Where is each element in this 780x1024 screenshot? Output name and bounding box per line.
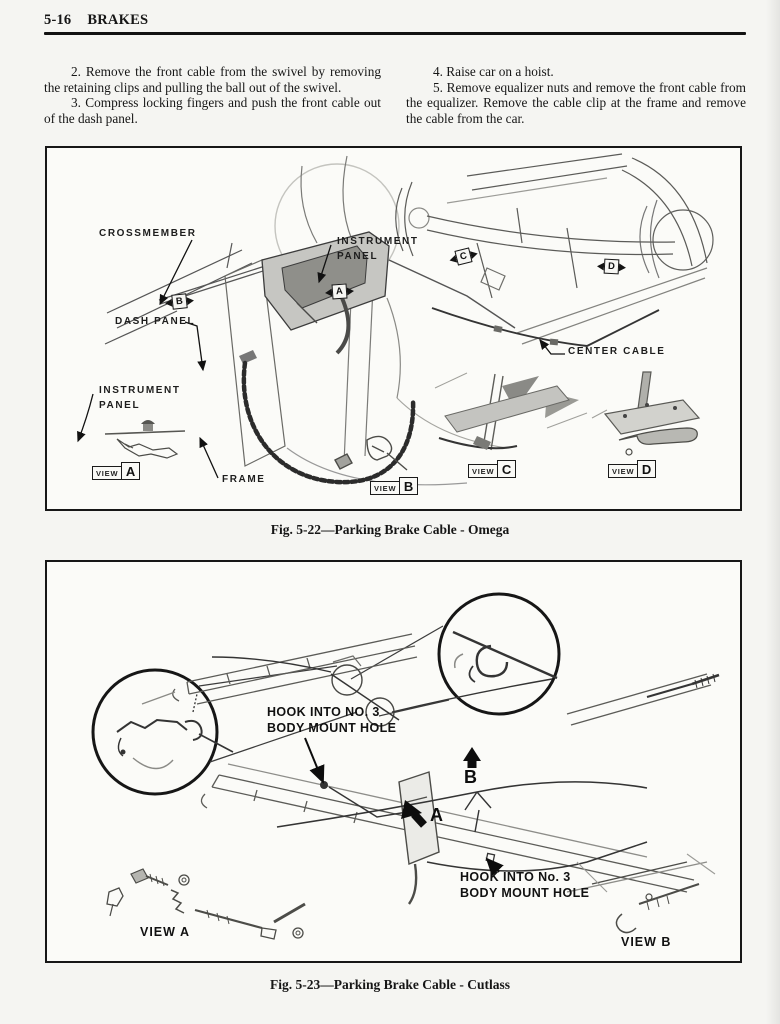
flag-marker-a: A bbox=[324, 283, 355, 300]
figure-5-22-illustration bbox=[77, 153, 714, 486]
instruction-step-3: 3. Compress locking fingers and push the… bbox=[44, 95, 381, 126]
view-word: VIEW bbox=[370, 481, 401, 495]
figure-caption-5-22: Fig. 5-22—Parking Brake Cable - Omega bbox=[270, 522, 510, 537]
page-header: 5-16 BRAKES bbox=[44, 12, 148, 29]
hook-label-arrows bbox=[304, 737, 504, 877]
view-a-hardware bbox=[106, 868, 306, 940]
view-letter-c: C bbox=[496, 460, 517, 478]
arrow-right-icon bbox=[618, 262, 627, 272]
arrow-right-icon bbox=[346, 286, 355, 295]
label-instrument-panel-left-line1: INSTRUMENT bbox=[99, 385, 181, 396]
view-letter-a: A bbox=[120, 462, 141, 480]
view-b-hardware bbox=[576, 853, 716, 934]
instruction-step-5: 5. Remove equalizer nuts and remove the … bbox=[406, 79, 746, 126]
figure-5-22: CROSSMEMBER INSTRUMENT PANEL DASH PANEL … bbox=[45, 146, 742, 511]
right-sill-sketch bbox=[566, 673, 720, 726]
label-dash-panel: DASH PANEL bbox=[115, 316, 196, 327]
header-rule bbox=[44, 32, 746, 35]
flag-marker-b: B bbox=[164, 293, 195, 311]
direction-letter-b: B bbox=[464, 767, 477, 787]
rear-axle-sketch bbox=[395, 153, 714, 345]
label-instrument-panel-top-line1: INSTRUMENT bbox=[337, 236, 419, 247]
pulley-sketch bbox=[211, 655, 553, 727]
leader-lines bbox=[77, 239, 565, 479]
cable-clips bbox=[493, 325, 559, 346]
label-hook-bottom-line2: BODY MOUNT HOLE bbox=[460, 886, 590, 900]
view-letter-d: D bbox=[636, 460, 657, 478]
right-hook-detail bbox=[452, 630, 558, 683]
view-a-sketch bbox=[104, 420, 186, 459]
figure-5-23: HOOK INTO NO. 3 BODY MOUNT HOLE HOOK INT… bbox=[45, 560, 742, 963]
label-center-cable: CENTER CABLE bbox=[568, 346, 666, 357]
section-title: BRAKES bbox=[87, 12, 149, 28]
view-word: VIEW bbox=[92, 466, 123, 480]
view-word: VIEW bbox=[468, 464, 499, 478]
instruction-step-4: 4. Raise car on a hoist. bbox=[433, 64, 554, 79]
flag-letter-a: A bbox=[331, 283, 348, 300]
view-d-sketch bbox=[591, 371, 701, 456]
upper-rail-sketch bbox=[141, 633, 418, 705]
label-hook-top-line1: HOOK INTO NO. 3 bbox=[267, 705, 380, 719]
label-instrument-panel-top-line2: PANEL bbox=[337, 251, 379, 262]
direction-letter-a: A bbox=[430, 805, 443, 825]
view-word: VIEW bbox=[608, 464, 639, 478]
parking-brake-chain bbox=[239, 350, 416, 485]
lower-sill-sketch bbox=[200, 763, 708, 893]
magnifier-circle-left bbox=[91, 668, 219, 796]
figure-caption-5-23: Fig. 5-23—Parking Brake Cable - Cutlass bbox=[269, 977, 510, 992]
view-b-sketch bbox=[334, 435, 408, 471]
label-hook-top-line2: BODY MOUNT HOLE bbox=[267, 721, 397, 735]
instructions-left-column: 2. Remove the front cable from the swive… bbox=[44, 64, 381, 126]
arrow-right-icon bbox=[186, 296, 195, 305]
flag-letter-b: B bbox=[171, 293, 188, 310]
view-letter-b: B bbox=[398, 477, 419, 495]
direction-arrow-b-icon bbox=[463, 747, 481, 768]
figure-5-23-illustration bbox=[91, 592, 720, 940]
upright-bracket-sketch bbox=[398, 771, 440, 905]
view-b-label: VIEW B bbox=[621, 935, 672, 949]
label-instrument-panel-left-line2: PANEL bbox=[99, 400, 141, 411]
page-number: 5-16 bbox=[44, 12, 72, 28]
view-a-label: VIEW A bbox=[140, 925, 190, 939]
view-c-sketch bbox=[434, 372, 588, 451]
magnifier-cone-lines bbox=[198, 625, 450, 763]
flag-letter-d: D bbox=[603, 258, 620, 275]
magnifier-circle-right bbox=[437, 592, 561, 716]
center-cable-line bbox=[431, 307, 660, 347]
direction-arrow-a-icon bbox=[401, 800, 427, 828]
label-crossmember: CROSSMEMBER bbox=[99, 228, 197, 239]
label-hook-bottom-line1: HOOK INTO No. 3 bbox=[460, 870, 571, 884]
left-hook-detail bbox=[116, 693, 234, 770]
flag-marker-d: D bbox=[596, 258, 627, 275]
instruction-step-2: 2. Remove the front cable from the swive… bbox=[44, 64, 381, 95]
instructions-right-column: 4. Raise car on a hoist. 5. Remove equal… bbox=[406, 64, 746, 126]
label-frame: FRAME bbox=[222, 474, 266, 485]
